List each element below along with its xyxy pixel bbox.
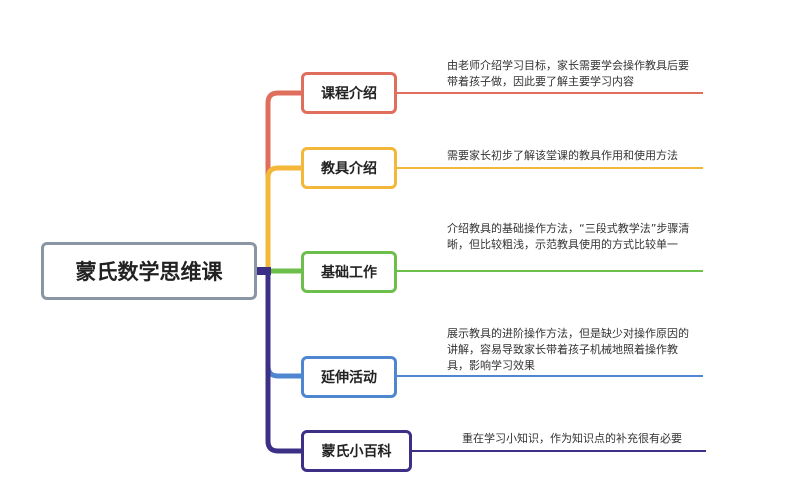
connector-spine-extension [265, 271, 302, 379]
note-basic-work: 介绍教具的基础操作方法，“三段式教学法”步骤清晰，但比较粗浅，示范教具使用的方式… [447, 222, 690, 251]
note-extension-activity: 展示教具的进阶操作方法，但是缺少对操作原因的讲解，容易导致家长带着孩子机械地照着… [447, 327, 689, 372]
root-topic[interactable]: 蒙氏数学思维课 [41, 242, 257, 300]
connector-spine-course-intro [265, 90, 302, 271]
branch-extension-activity[interactable]: 延伸活动 [301, 356, 397, 398]
branch-basic-work[interactable]: 基础工作 [301, 251, 397, 293]
note-tools-intro: 需要家长初步了解该堂课的教具作用和使用方法 [447, 149, 678, 162]
note-course-intro: 由老师介绍学习目标，家长需要学会操作教具后要带着孩子做，因此要了解主要学习内容 [447, 59, 689, 88]
connector-spine-encyclopedia [265, 271, 302, 454]
connector-spine-tools-intro [265, 165, 302, 271]
branch-course-intro[interactable]: 课程介绍 [301, 72, 397, 114]
note-montessori-encyclopedia: 重在学习小知识，作为知识点的补充很有必要 [462, 432, 682, 445]
branch-montessori-encyclopedia[interactable]: 蒙氏小百科 [301, 430, 412, 472]
connector-junction [257, 267, 271, 275]
branch-tools-intro[interactable]: 教具介绍 [301, 147, 397, 189]
